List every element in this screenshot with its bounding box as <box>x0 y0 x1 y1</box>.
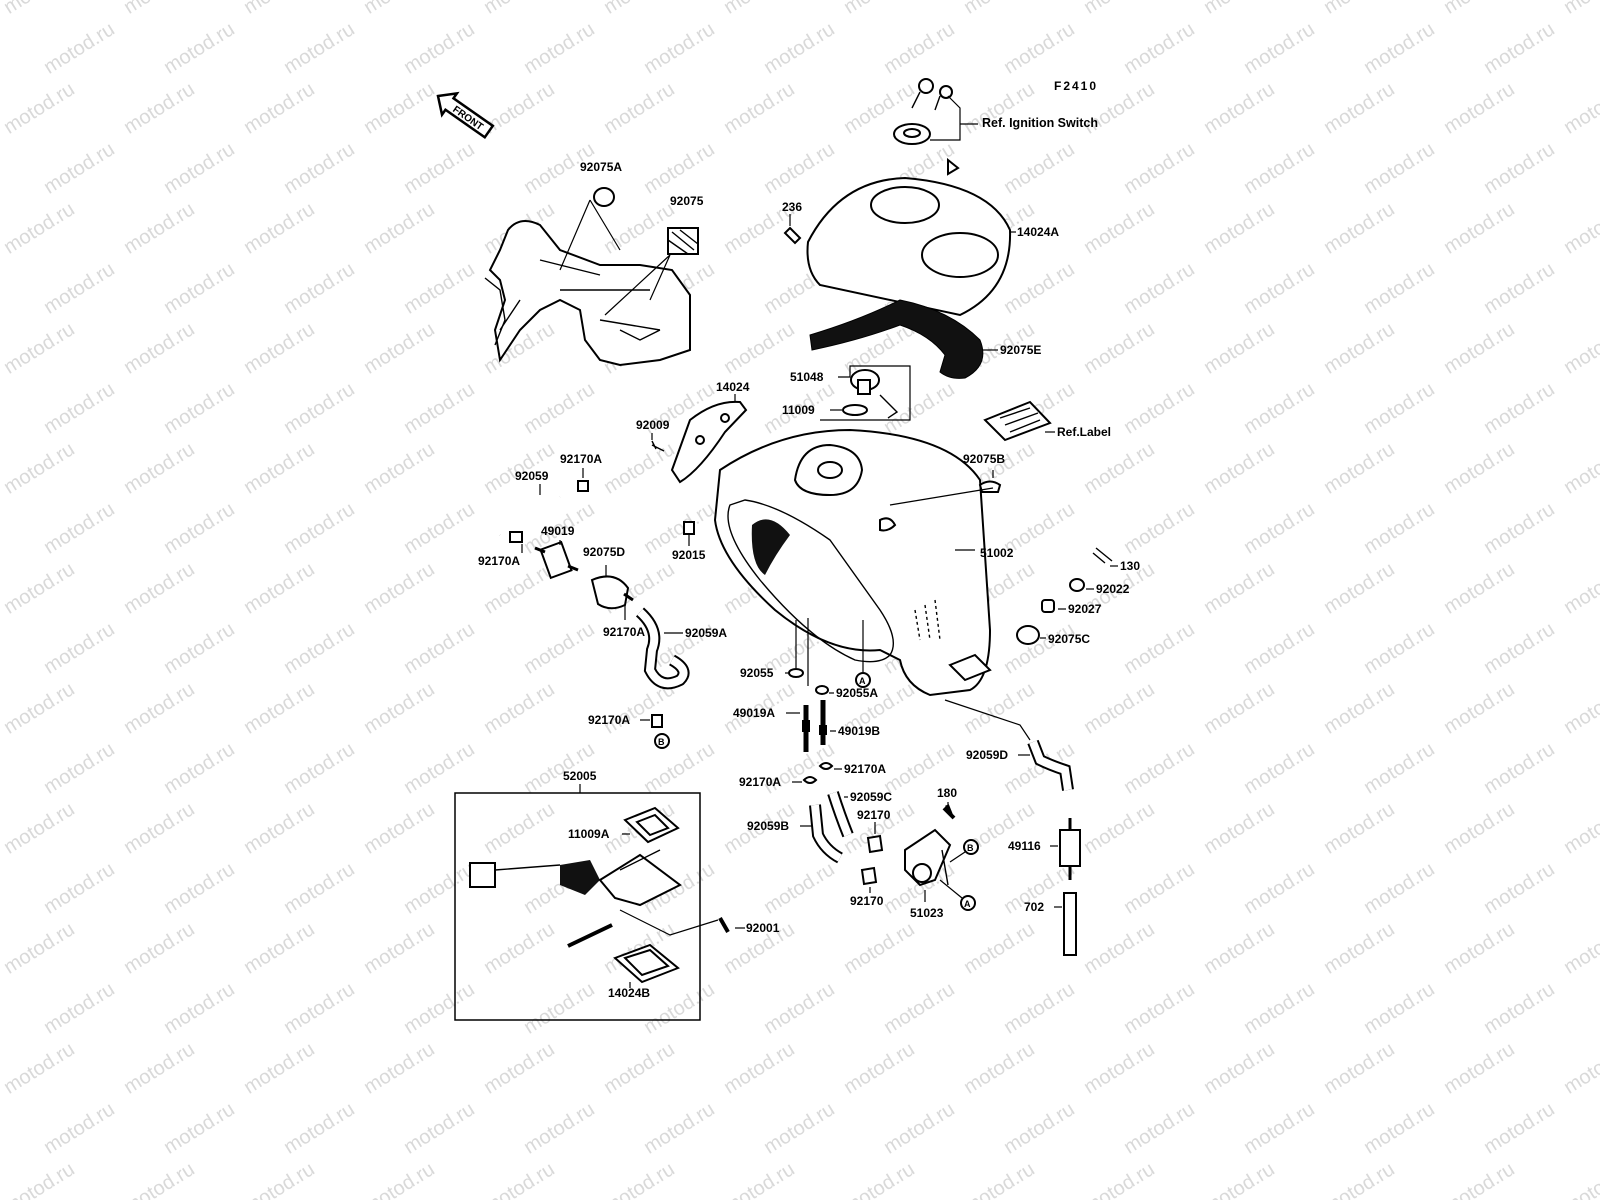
marker-b-circle <box>963 839 979 855</box>
part-label-92059b: 92059B <box>747 819 789 833</box>
washer-92022-icon <box>1069 578 1085 592</box>
part-label-92170a-3: 92170A <box>603 625 645 639</box>
front-arrow-icon: FRONT <box>436 91 495 140</box>
marker-a-text: A <box>859 676 866 686</box>
gasket-11009a-icon <box>623 806 680 844</box>
part-label-92170a-1: 92170A <box>560 452 602 466</box>
part-label-92059a: 92059A <box>685 626 727 640</box>
clip-92170-icon <box>860 866 878 886</box>
damper-92075b-icon <box>978 480 1002 493</box>
part-label-92170a-6: 92170A <box>739 775 781 789</box>
clamp-92170a-icon <box>623 592 634 602</box>
damper-92075c-icon <box>1016 625 1040 645</box>
part-label-92075c: 92075C <box>1048 632 1090 646</box>
part-label-92022: 92022 <box>1096 582 1130 596</box>
clip-92170-icon <box>866 834 884 854</box>
part-label-92075d: 92075D <box>583 545 625 559</box>
fuel-pipe-49019a-icon <box>802 705 810 752</box>
part-label-92059c: 92059C <box>850 790 892 804</box>
label-plate-icon <box>983 400 1052 442</box>
fuel-filter-49116 <box>1059 818 1081 880</box>
clamp-92170a-icon <box>651 714 663 728</box>
fuel-tank-51002 <box>713 428 992 697</box>
damper-92075d-icon <box>590 575 630 610</box>
part-label-92075a: 92075A <box>580 160 622 174</box>
part-label-92170a-5: 92170A <box>844 762 886 776</box>
marker-b-text: B <box>658 737 665 747</box>
part-label-702: 702 <box>1024 900 1044 914</box>
part-label-52005: 52005 <box>563 769 597 783</box>
part-label-92055: 92055 <box>740 666 774 680</box>
collar-92027-icon <box>1041 599 1055 613</box>
gasket-11009-icon <box>842 404 868 416</box>
part-label-180: 180 <box>937 786 957 800</box>
part-label-92170a-2: 92170A <box>478 554 520 568</box>
part-label-92009: 92009 <box>636 418 670 432</box>
part-label-92075b: 92075B <box>963 452 1005 466</box>
rubber-strip-92075e <box>809 299 984 379</box>
screw-92009-icon <box>651 440 665 452</box>
fuel-filter-49019 <box>534 540 579 580</box>
marker-a-circle <box>855 672 871 688</box>
part-label-92075e: 92075E <box>1000 343 1041 357</box>
marker-a-circle <box>960 895 976 911</box>
marker-b-circle <box>654 733 670 749</box>
fuel-level-sender-box <box>454 792 701 1021</box>
screw-92001-icon <box>718 917 730 933</box>
part-label-92170-1: 92170 <box>857 808 891 822</box>
tank-cover-14024a <box>806 176 1012 317</box>
marker-b-text-2: B <box>967 843 974 853</box>
part-label-92059: 92059 <box>515 469 549 483</box>
clamp-92170a-icon <box>802 776 818 784</box>
part-label-49019a: 49019A <box>733 706 775 720</box>
part-label-92075: 92075 <box>670 194 704 208</box>
part-label-92055a: 92055A <box>836 686 878 700</box>
part-label-49019: 49019 <box>541 524 575 538</box>
part-label-51048: 51048 <box>790 370 824 384</box>
fuel-cap-51048 <box>850 369 899 419</box>
part-label-92027: 92027 <box>1068 602 1102 616</box>
fuel-pipe-49019b-icon <box>819 700 827 745</box>
bushing-92075a-icon <box>593 187 615 207</box>
clip-92015-icon <box>683 521 695 535</box>
part-label-92001: 92001 <box>746 921 780 935</box>
part-label-51023: 51023 <box>910 906 944 920</box>
ignition-key-icon <box>893 78 960 176</box>
part-label-14024b: 14024B <box>608 986 650 1000</box>
clamp-92170a-icon <box>509 531 523 543</box>
bracket-14024 <box>670 400 748 484</box>
part-label-14024: 14024 <box>716 380 750 394</box>
part-label-11009: 11009 <box>782 403 815 417</box>
clamp-92170a-icon <box>577 480 589 492</box>
part-label-92170-2: 92170 <box>850 894 884 908</box>
ref-label: Ref.Label <box>1057 425 1111 439</box>
part-label-92059d: 92059D <box>966 748 1008 762</box>
oring-92055-icon <box>788 668 804 678</box>
part-label-236: 236 <box>782 200 802 214</box>
figure-code: F2410 <box>1054 79 1098 93</box>
part-label-130: 130 <box>1120 559 1140 573</box>
part-label-49019b: 49019B <box>838 724 880 738</box>
part-label-14024a: 14024A <box>1017 225 1059 239</box>
marker-a-text-2: A <box>964 899 971 909</box>
bolt-236-icon <box>783 226 802 245</box>
part-label-92170a-4: 92170A <box>588 713 630 727</box>
frame-drawing <box>484 220 691 367</box>
gasket-14024b-icon <box>613 943 680 984</box>
part-label-49116: 49116 <box>1008 839 1041 853</box>
oring-92055a-icon <box>815 685 829 695</box>
bolt-130-icon <box>1092 547 1113 564</box>
part-label-51002: 51002 <box>980 546 1014 560</box>
fuel-level-sensor-icon <box>469 849 682 907</box>
clamp-92170a-icon <box>818 762 834 770</box>
screw-180-icon <box>942 804 956 820</box>
part-label-92015: 92015 <box>672 548 706 562</box>
hose-702-icon <box>1063 892 1077 956</box>
fuel-cock-51023 <box>904 828 952 887</box>
part-label-11009a: 11009A <box>568 827 610 841</box>
screw-icon <box>567 923 613 948</box>
ref-ignition-switch: Ref. Ignition Switch <box>982 116 1098 130</box>
